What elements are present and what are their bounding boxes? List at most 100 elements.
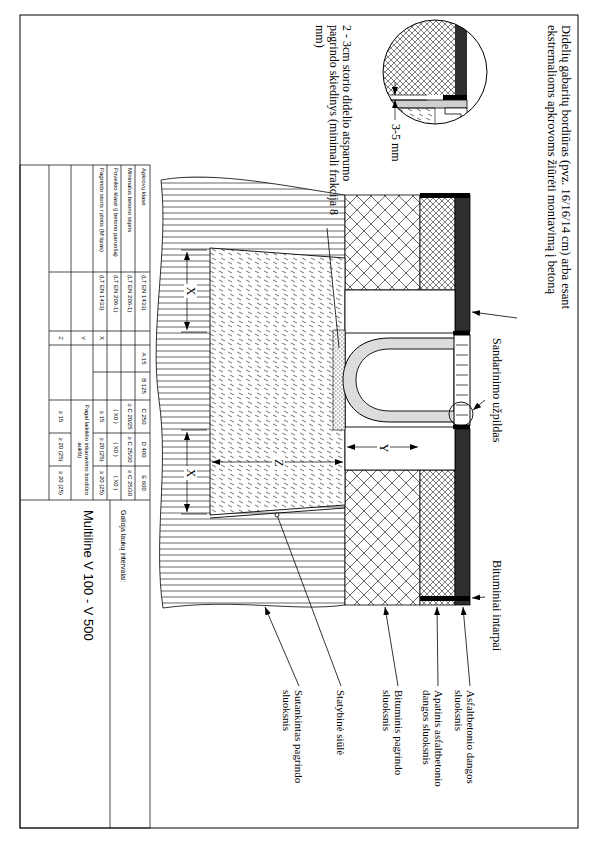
table-cell: B 125 [140,372,147,400]
drawing-line [277,515,341,686]
drawing-line [93,433,150,434]
drawing-line [463,607,470,686]
drawing-line [49,433,71,434]
drawing-path [445,108,467,130]
drawing-line [135,165,136,500]
table-cell: ≥ 20 (25) [98,466,105,500]
drawing-line [93,372,150,373]
table-cell: ≥ 20 (25) [57,466,64,500]
drawing-line [327,228,339,348]
drawing-line [456,385,468,386]
drawing-line [181,430,207,431]
concrete-texture [210,248,345,515]
drawing-rect [375,15,495,135]
drawing-line [93,165,94,500]
layer-label: Sutankintas pagrindo sluoksnis [280,690,305,808]
drawing-rect [455,429,470,605]
drawing-line [456,395,468,396]
table-cell: ≥ 15 [57,400,64,433]
dimension-lines [181,250,418,514]
drawing-rect [443,95,467,100]
dimension-label: X [184,466,197,480]
table-cell: Pagal laikiklio inkaravimo bordiūro aukš… [77,402,90,498]
table-cell: Apkrovų klasė [140,168,147,270]
note: Didelių gabaritų bordiūras (pvz. 16/16/1… [545,25,573,325]
table-cell: Z [57,332,64,344]
table-cell: X [98,332,105,344]
table-cell: ≥ C 25/30 [126,466,133,500]
table-cell: ≥ C 20/25 [126,400,133,433]
dimension-label: 3-5 mm [389,124,402,184]
note: 2 - 3cm storio didelio atsparumo pagrind… [313,25,353,225]
dimension-label: Z [272,456,285,470]
table-cell: Pagrindo storis / plotis (M tipas) [98,168,105,272]
table-cell: ( X0 ) [112,400,119,433]
channel-inner [356,349,454,411]
drawing-line [181,514,207,515]
table-cell: Poveikio klasė (į betono paruošą) [112,168,119,272]
table-cell: ( X0 ) [112,433,119,466]
drawing-line [49,466,71,467]
gap-dimension [390,82,427,120]
table-cell: (LT EN 206-1) [112,275,119,330]
drawing-line [437,607,438,686]
table-cell: C 250 [140,400,147,433]
drawing-line [472,597,485,598]
drawing-line [49,165,50,500]
bitumen-insert [420,596,470,601]
detail-marker [449,402,473,426]
compacted-ground [156,177,345,608]
drawing-line [456,415,468,416]
drawing-line [456,375,468,376]
drawing-line [456,355,468,356]
drawing-rect [375,15,455,95]
sealing-joint [453,331,470,335]
drawing-circle [275,513,279,517]
channel-body [343,338,455,422]
title-block-title: Multiline V 100 - V 500 [80,510,95,810]
drawing-line [121,165,122,500]
layer-label: Statybinė siūlė [335,690,347,808]
table-cell: E 600 [140,466,147,500]
construction-joint [210,508,345,518]
callout-label: Sandarinimo užpildas [490,338,503,478]
table-cell: (LT EN 1433) [98,275,105,330]
table-cell: (LT EN 1433) [140,275,147,330]
drawing-rect [420,195,455,290]
drawing-line [181,250,207,251]
grating [454,335,470,425]
concrete-haunch [345,427,455,470]
concrete-haunch [345,290,455,333]
drawing-rect [420,195,455,290]
callout-label: Bituminiai intarpai [490,560,503,680]
drawing-line [473,400,485,410]
drawing-line [472,312,517,318]
layer-label: Apatinis asfaltbetonio dangos sluoksnis [420,690,445,808]
drawing-rect [345,195,420,290]
layer-label: Asfaltbetonio dangos sluoksnis [452,690,477,808]
bitumen-insert [420,193,470,198]
layer-label: Bituminis pagrindo sluoksnis [380,690,405,808]
drawing-rect [345,195,420,290]
table-cell: D 400 [140,433,147,466]
drawing-line [390,95,427,96]
drawing-line [395,100,396,120]
drawing-line [395,82,396,95]
drawing-path [380,100,467,108]
table-grid [20,165,150,828]
pavement-layers [345,193,470,605]
detail-circle [383,20,487,124]
drawing-line [390,100,427,101]
leader-lines [265,228,517,686]
drawing-line [456,365,468,366]
drawing-line [71,165,72,500]
detail-inset [375,15,495,135]
drawing-rect [420,470,455,605]
table-cell: ( X0 ) [112,466,119,500]
drawing-line [93,466,150,467]
drawing-rect [345,470,420,605]
drawing-rect [455,195,470,331]
table-cell: Minimalus betono stipris [126,168,133,270]
table-cell: Y [79,332,86,344]
table-note: Galioja laukų intervalai: [119,510,127,710]
